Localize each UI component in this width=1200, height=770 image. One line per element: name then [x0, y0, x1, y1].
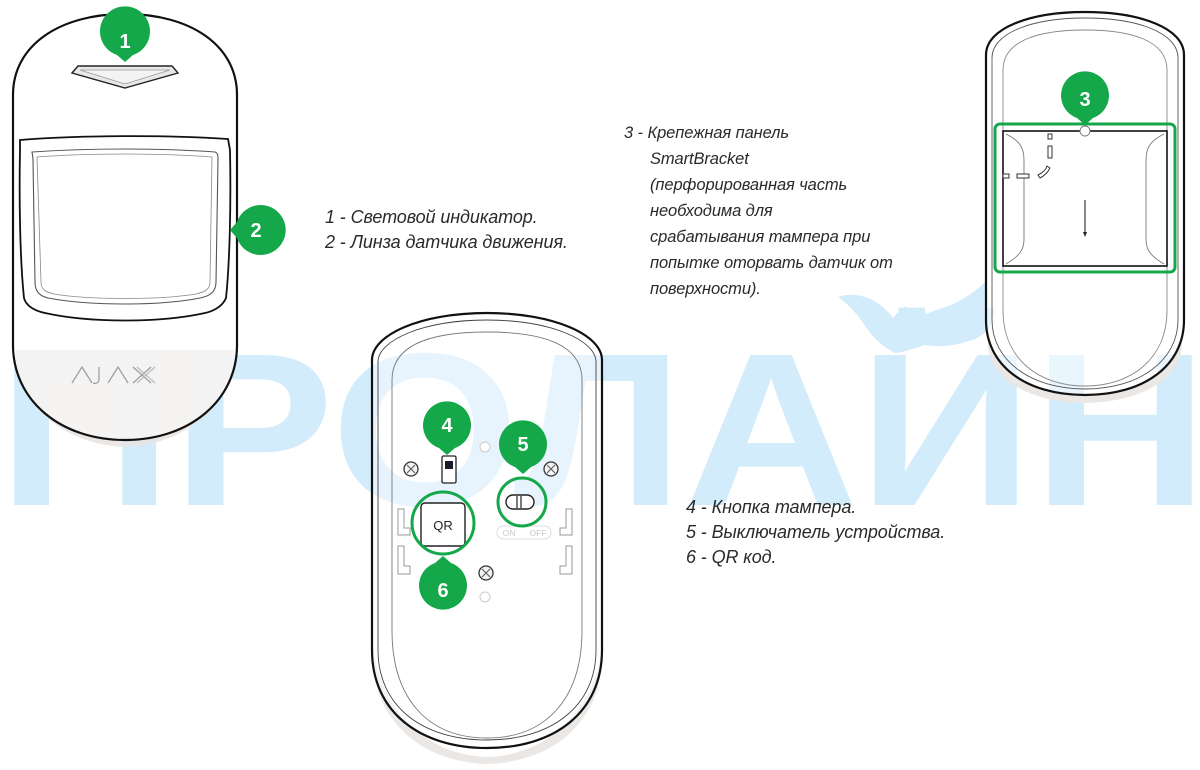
- caption-power-switch: 5 - Выключатель устройства.: [686, 522, 946, 542]
- callout-badge-6: 6: [419, 556, 467, 610]
- caption-bracket-line-6: попытке оторвать датчик от: [650, 254, 893, 272]
- svg-text:2: 2: [250, 220, 261, 242]
- device-front-view: AJAX: [11, 12, 239, 447]
- caption-bracket-line-3: (перфорированная часть: [650, 176, 848, 194]
- callout-badge-4: 4: [422, 401, 471, 455]
- caption-bracket-line-7: поверхности).: [650, 280, 761, 298]
- device-back-body: [370, 311, 604, 750]
- caption-tamper-button: 4 - Кнопка тампера.: [686, 497, 857, 517]
- tamper-button: [441, 455, 457, 484]
- device-bracket-view: [984, 10, 1186, 403]
- svg-text:4: 4: [441, 415, 453, 437]
- svg-text:6: 6: [437, 580, 448, 602]
- callout-badge-1: 1: [100, 6, 150, 63]
- svg-text:3: 3: [1079, 89, 1090, 111]
- power-switch: ON OFF: [496, 494, 552, 540]
- caption-group-bracket: 3 - Крепежная панель SmartBracket (перфо…: [624, 120, 893, 302]
- caption-motion-lens: 2 - Линза датчика движения.: [325, 232, 568, 252]
- screw-icon: [543, 461, 559, 477]
- light-indicator: [70, 65, 180, 89]
- callout-badge-3: 3: [1061, 71, 1109, 125]
- caption-light-indicator: 1 - Световой индикатор.: [325, 207, 538, 227]
- screw-icon: [403, 461, 419, 477]
- caption-group-back: 4 - Кнопка тампера. 5 - Выключатель устр…: [686, 495, 945, 570]
- caption-bracket-line-1: 3 - Крепежная панель: [624, 124, 789, 142]
- bat-logo-icon: [838, 282, 988, 353]
- ajax-logo: [71, 365, 156, 384]
- caption-group-front: 1 - Световой индикатор. 2 - Линза датчик…: [325, 205, 568, 255]
- svg-text:OFF: OFF: [530, 528, 547, 538]
- device-back-view: QR ON OFF: [370, 311, 604, 764]
- switch-highlight-ring: [496, 476, 548, 528]
- screw-icon: [478, 565, 494, 581]
- callout-badge-2: 2: [230, 204, 286, 255]
- caption-bracket-line-4: необходима для: [650, 202, 773, 220]
- qr-code: QR: [420, 502, 466, 547]
- callout-badge-5: 5: [499, 420, 547, 474]
- svg-text:1: 1: [119, 31, 130, 53]
- qr-highlight-ring: [410, 490, 476, 556]
- svg-text:ON: ON: [503, 528, 516, 538]
- caption-bracket-line-5: срабатывания тампера при: [650, 228, 871, 246]
- smartbracket-panel: [1002, 125, 1168, 267]
- motion-sensor-lens: [18, 135, 232, 322]
- svg-text:5: 5: [517, 434, 528, 456]
- svg-text:QR: QR: [433, 518, 453, 533]
- caption-bracket-line-2: SmartBracket: [650, 150, 749, 168]
- caption-qr-code: 6 - QR код.: [686, 547, 777, 567]
